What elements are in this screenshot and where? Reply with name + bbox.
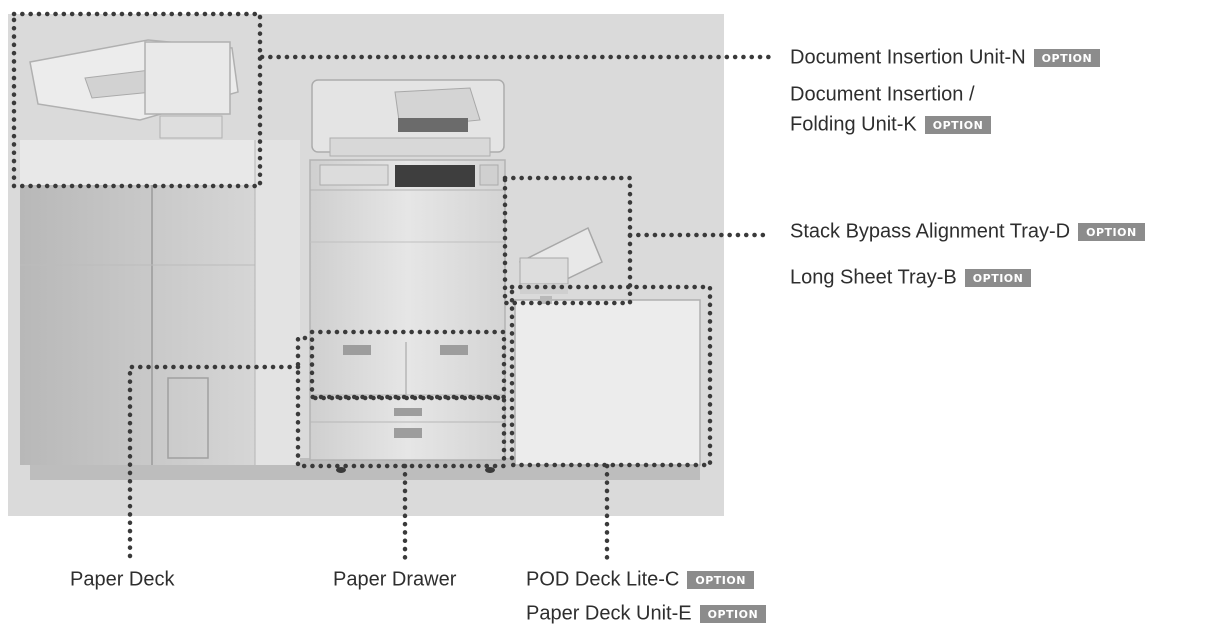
label-pod-deck-lite: POD Deck Lite-C OPTION [526, 567, 754, 592]
label-long-sheet-tray: Long Sheet Tray-B OPTION [790, 265, 1032, 290]
option-badge: OPTION [964, 268, 1032, 287]
label-stack-bypass-tray: Stack Bypass Alignment Tray-D OPTION [790, 219, 1145, 244]
label-paper-drawer: Paper Drawer [333, 567, 456, 592]
leader-paper-deck [127, 364, 301, 563]
stack-bypass-tray-illustration [518, 226, 603, 294]
dotted-callouts [11, 11, 773, 563]
label-document-insertion-unit: Document Insertion Unit-N OPTION [790, 45, 1101, 70]
label-text: Stack Bypass Alignment Tray-D [790, 220, 1071, 243]
paper-drawer-lower-outline [295, 335, 507, 469]
label-text: Folding Unit-K [790, 113, 917, 136]
option-badge: OPTION [1033, 48, 1101, 67]
option-badge: OPTION [699, 604, 767, 623]
pod-deck-illustration [514, 296, 701, 466]
label-text: Long Sheet Tray-B [790, 266, 957, 289]
label-text: Paper Deck [70, 568, 175, 591]
label-text: Document Insertion Unit-N [790, 46, 1026, 69]
label-text: POD Deck Lite-C [526, 568, 680, 591]
label-document-insertion-folding-line2: Folding Unit-K OPTION [790, 112, 992, 137]
pod-deck-outline [509, 284, 713, 468]
label-paper-deck: Paper Deck [70, 567, 175, 592]
label-text: Document Insertion / [790, 83, 975, 106]
label-text: Paper Drawer [333, 568, 457, 591]
label-text: Paper Deck Unit-E [526, 602, 692, 625]
paper-deck-illustration [20, 140, 300, 465]
option-badge: OPTION [687, 570, 754, 589]
main-printer-illustration [309, 79, 506, 473]
paper-drawer-upper-outline [309, 329, 507, 400]
option-badge: OPTION [924, 115, 992, 134]
document-insertion-unit-illustration [29, 39, 239, 139]
option-badge: OPTION [1078, 222, 1145, 241]
label-paper-deck-unit: Paper Deck Unit-E OPTION [526, 601, 767, 626]
document-insertion-outline [11, 11, 263, 189]
label-document-insertion-folding-line1: Document Insertion / [790, 82, 975, 107]
